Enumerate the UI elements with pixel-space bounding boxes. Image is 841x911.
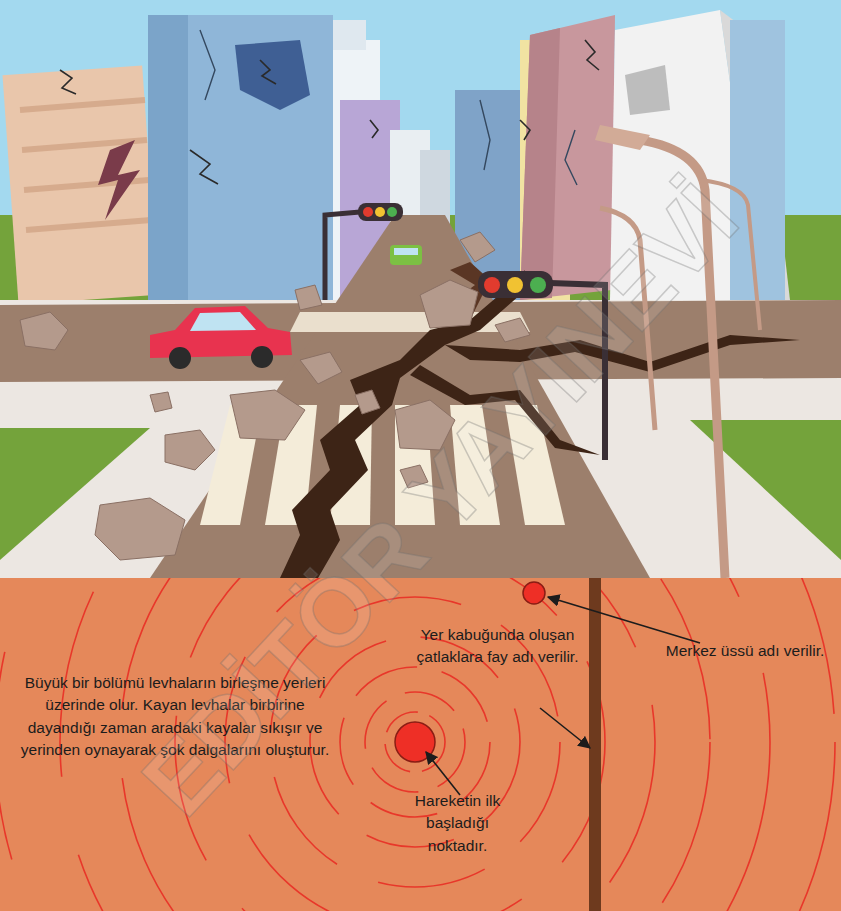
buildings bbox=[26, 220, 151, 230]
buildings bbox=[625, 65, 670, 115]
seismic-waves bbox=[0, 578, 835, 911]
buildings bbox=[2, 65, 158, 304]
hypocenter-label: Hareketin ilk başladığı noktadır. bbox=[395, 790, 520, 857]
traffic-light bbox=[325, 203, 605, 460]
fault-label: Yer kabuğunda oluşan çatlaklara fay adı … bbox=[400, 624, 595, 669]
street-lamp bbox=[700, 180, 760, 330]
street-lamp bbox=[640, 140, 725, 578]
seismic-waves bbox=[0, 578, 835, 911]
street-lamp bbox=[595, 125, 760, 578]
green-car bbox=[390, 245, 422, 265]
epicenter-label: Merkez üssü adı verilir. bbox=[660, 640, 830, 662]
red-car bbox=[150, 306, 292, 358]
street-lamp bbox=[600, 208, 655, 430]
traffic-light bbox=[484, 277, 500, 293]
traffic-light bbox=[550, 283, 605, 460]
buildings bbox=[520, 15, 615, 300]
rocks bbox=[20, 312, 68, 350]
traffic-light bbox=[507, 277, 523, 293]
road-crack bbox=[445, 335, 800, 372]
road-crack bbox=[280, 270, 525, 578]
street-lamp bbox=[595, 125, 650, 150]
buildings bbox=[720, 10, 790, 300]
buildings bbox=[148, 15, 188, 300]
traffic-light bbox=[478, 271, 553, 298]
explanation-text: Büyük bir bölümü levhaların birleşme yer… bbox=[14, 672, 336, 762]
seismic-waves bbox=[385, 712, 445, 772]
red-car bbox=[150, 306, 292, 369]
traffic-light bbox=[530, 277, 546, 293]
watermark: EDİTÖR YAYINEVİ bbox=[121, 163, 759, 836]
rocks bbox=[295, 285, 322, 310]
buildings bbox=[98, 140, 140, 220]
rocks bbox=[150, 392, 172, 412]
rocks bbox=[400, 465, 428, 488]
buildings bbox=[730, 20, 785, 300]
buildings bbox=[60, 40, 599, 184]
earth-crust bbox=[0, 578, 841, 911]
buildings bbox=[148, 15, 333, 300]
traffic-light bbox=[358, 203, 403, 221]
rocks bbox=[165, 430, 215, 470]
rocks bbox=[420, 280, 478, 328]
red-car bbox=[190, 312, 256, 331]
buildings bbox=[20, 100, 145, 110]
rocks bbox=[495, 318, 530, 342]
rocks bbox=[300, 352, 342, 384]
red-car bbox=[251, 346, 273, 368]
traffic-light bbox=[387, 207, 397, 217]
leader-arrow bbox=[540, 708, 590, 748]
epicenter bbox=[523, 582, 545, 604]
street bbox=[690, 420, 841, 560]
green-car bbox=[390, 245, 422, 265]
traffic-light bbox=[375, 207, 385, 217]
buildings bbox=[520, 28, 560, 300]
rocks bbox=[230, 390, 305, 440]
rocks bbox=[20, 232, 530, 560]
rocks bbox=[95, 498, 185, 560]
seismic-waves bbox=[365, 692, 465, 792]
rocks bbox=[460, 232, 495, 262]
buildings bbox=[2, 10, 790, 305]
traffic-light bbox=[325, 212, 360, 300]
buildings bbox=[200, 30, 577, 185]
traffic-light bbox=[363, 207, 373, 217]
green-car bbox=[394, 248, 418, 255]
fault-line bbox=[589, 578, 601, 911]
buildings bbox=[235, 40, 310, 110]
leader-arrow bbox=[426, 752, 460, 795]
street bbox=[450, 405, 500, 525]
rocks bbox=[355, 390, 380, 414]
street bbox=[150, 215, 650, 578]
red-car bbox=[169, 347, 191, 369]
rocks bbox=[395, 400, 455, 450]
